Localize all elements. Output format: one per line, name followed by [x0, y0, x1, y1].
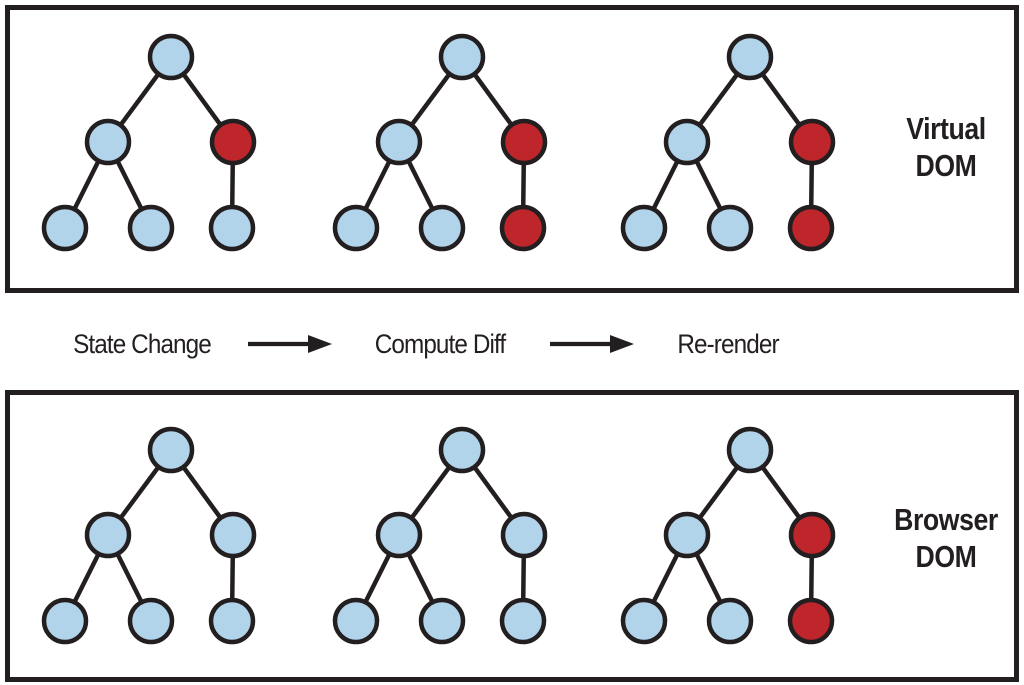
tree-node-blue [84, 118, 132, 166]
tree-node-blue [663, 511, 711, 559]
tree-node-blue [127, 204, 175, 252]
tree-node-blue [208, 597, 256, 645]
tree-node-blue [41, 204, 89, 252]
tree-node-blue [620, 597, 668, 645]
tree-node-blue [726, 33, 774, 81]
browser-dom-label: Browser DOM [860, 501, 1024, 575]
tree-node-blue [438, 426, 486, 474]
browser-dom-label-line1: Browser [894, 502, 998, 537]
tree-node-blue [147, 33, 195, 81]
tree-node-red [209, 118, 257, 166]
dom-tree [41, 33, 257, 252]
tree-node-red [788, 511, 836, 559]
virtual-dom-label-line2: DOM [915, 148, 977, 183]
right-arrow-icon [550, 335, 634, 353]
tree-node-blue [127, 597, 175, 645]
virtual-dom-label-line1: Virtual [906, 111, 986, 146]
tree-node-blue [499, 597, 547, 645]
tree-node-blue [208, 204, 256, 252]
tree-node-blue [438, 33, 486, 81]
tree-node-blue [706, 204, 754, 252]
tree-node-blue [147, 426, 195, 474]
browser-dom-panel: Browser DOM [5, 390, 1019, 682]
flow-step-compute-diff: Compute Diff [374, 329, 506, 359]
tree-node-blue [418, 204, 466, 252]
tree-node-blue [726, 426, 774, 474]
tree-node-red [499, 204, 547, 252]
tree-node-blue [375, 118, 423, 166]
tree-node-blue [706, 597, 754, 645]
tree-node-blue [84, 511, 132, 559]
dom-tree [41, 426, 257, 645]
browser-dom-label-line2: DOM [915, 539, 977, 574]
tree-node-red [500, 118, 548, 166]
tree-node-blue [375, 511, 423, 559]
tree-node-blue [663, 118, 711, 166]
tree-node-blue [418, 597, 466, 645]
virtual-dom-panel: Virtual DOM [5, 5, 1019, 293]
tree-node-red [788, 118, 836, 166]
dom-tree [620, 426, 836, 645]
tree-node-red [787, 597, 835, 645]
tree-node-blue [620, 204, 668, 252]
tree-node-blue [332, 204, 380, 252]
right-arrow-icon [248, 335, 332, 353]
tree-node-blue [41, 597, 89, 645]
tree-node-blue [332, 597, 380, 645]
dom-tree [332, 33, 548, 252]
flow-step-re-render: Re-render [677, 329, 779, 359]
tree-node-blue [500, 511, 548, 559]
tree-node-blue [209, 511, 257, 559]
dom-tree [620, 33, 836, 252]
virtual-dom-label: Virtual DOM [860, 110, 1024, 184]
tree-node-red [787, 204, 835, 252]
dom-tree [332, 426, 548, 645]
flow-step-state-change: State Change [73, 329, 212, 359]
